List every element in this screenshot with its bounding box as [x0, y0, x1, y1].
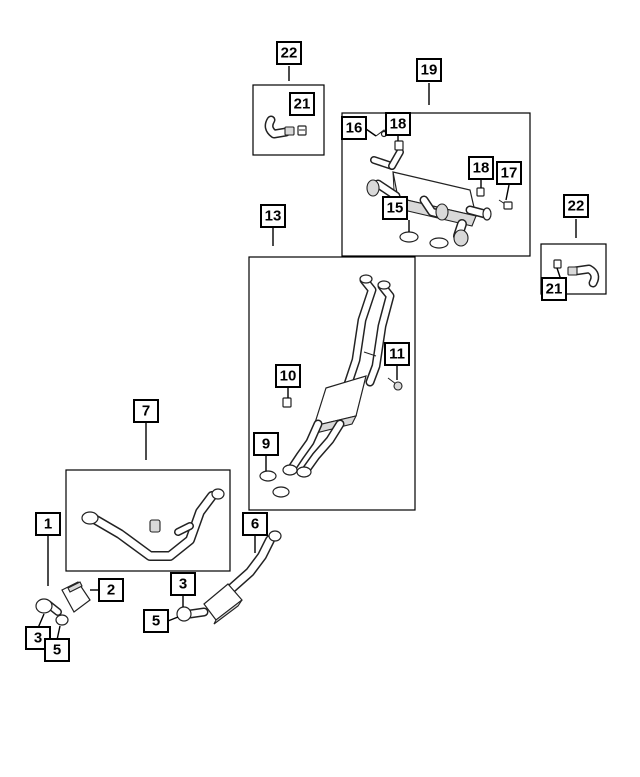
hanger-11 — [387, 377, 403, 391]
catalytic-converter-left — [35, 581, 91, 626]
callout-17: 17 — [496, 161, 522, 185]
callout-18-upper: 18 — [385, 112, 411, 136]
callout-label: 10 — [280, 368, 297, 385]
callout-22-right: 22 — [563, 194, 589, 218]
callout-label: 22 — [281, 45, 298, 62]
clamp-15 — [399, 231, 449, 249]
callout-label: 19 — [421, 62, 438, 79]
callout-label: 3 — [179, 576, 187, 593]
frame-crossover-pipe — [65, 469, 231, 572]
leader-3-left — [37, 613, 45, 629]
callout-19: 19 — [416, 58, 442, 82]
resonator-pipe-assembly — [282, 274, 395, 478]
callout-16: 16 — [341, 116, 367, 140]
isolator-nut-21-left — [297, 125, 307, 136]
hanger-bracket-left — [264, 115, 295, 139]
callout-label: 21 — [294, 96, 311, 113]
leader-5-left — [56, 625, 61, 641]
callout-22-left: 22 — [276, 41, 302, 65]
callout-7: 7 — [133, 399, 159, 423]
callout-label: 11 — [389, 346, 405, 363]
callout-label: 13 — [265, 208, 282, 225]
callout-10: 10 — [275, 364, 301, 388]
frame-muffler-assembly — [341, 112, 531, 257]
leader-16 — [365, 128, 377, 137]
callout-label: 15 — [387, 200, 404, 217]
callout-label: 5 — [152, 613, 160, 630]
callout-label: 21 — [546, 281, 563, 298]
callout-15: 15 — [382, 196, 408, 220]
callout-label: 22 — [568, 198, 585, 215]
callout-1: 1 — [35, 512, 61, 536]
isolator-18-right — [476, 187, 485, 197]
callout-2: 2 — [98, 578, 124, 602]
callout-label: 3 — [34, 630, 42, 647]
callout-11: 11 — [384, 342, 410, 366]
callout-5-left: 5 — [44, 638, 70, 662]
callout-13: 13 — [260, 204, 286, 228]
callout-label: 5 — [53, 642, 61, 659]
callout-5-right: 5 — [143, 609, 169, 633]
muffler-assembly — [366, 148, 492, 247]
callout-label: 16 — [346, 120, 363, 137]
callout-18-right: 18 — [468, 156, 494, 180]
callout-21-left: 21 — [289, 92, 315, 116]
catalytic-converter-right — [176, 530, 282, 625]
leader-17 — [505, 184, 510, 201]
leader-5-right — [167, 616, 179, 622]
callout-6: 6 — [242, 512, 268, 536]
frame-hanger-group-right — [540, 243, 607, 295]
isolator-nut-21-right — [553, 259, 562, 269]
clamp-9 — [259, 470, 290, 498]
callout-9: 9 — [253, 432, 279, 456]
callout-3-right: 3 — [170, 572, 196, 596]
callout-21-right: 21 — [541, 277, 567, 301]
callout-label: 17 — [501, 165, 518, 182]
frame-resonator-assembly — [248, 256, 416, 511]
callout-label: 18 — [473, 160, 490, 177]
callout-label: 9 — [262, 436, 270, 453]
callout-label: 2 — [107, 582, 115, 599]
callout-label: 7 — [142, 403, 150, 420]
callout-label: 1 — [44, 516, 52, 533]
isolator-18-upper — [394, 140, 404, 151]
hanger-bracket-right — [567, 264, 600, 288]
hanger-17 — [498, 199, 513, 210]
isolator-10 — [282, 397, 292, 408]
callout-label: 6 — [251, 516, 259, 533]
callout-label: 18 — [390, 116, 407, 133]
frame-hanger-group-left — [252, 84, 325, 156]
crossover-pipe — [81, 488, 225, 561]
